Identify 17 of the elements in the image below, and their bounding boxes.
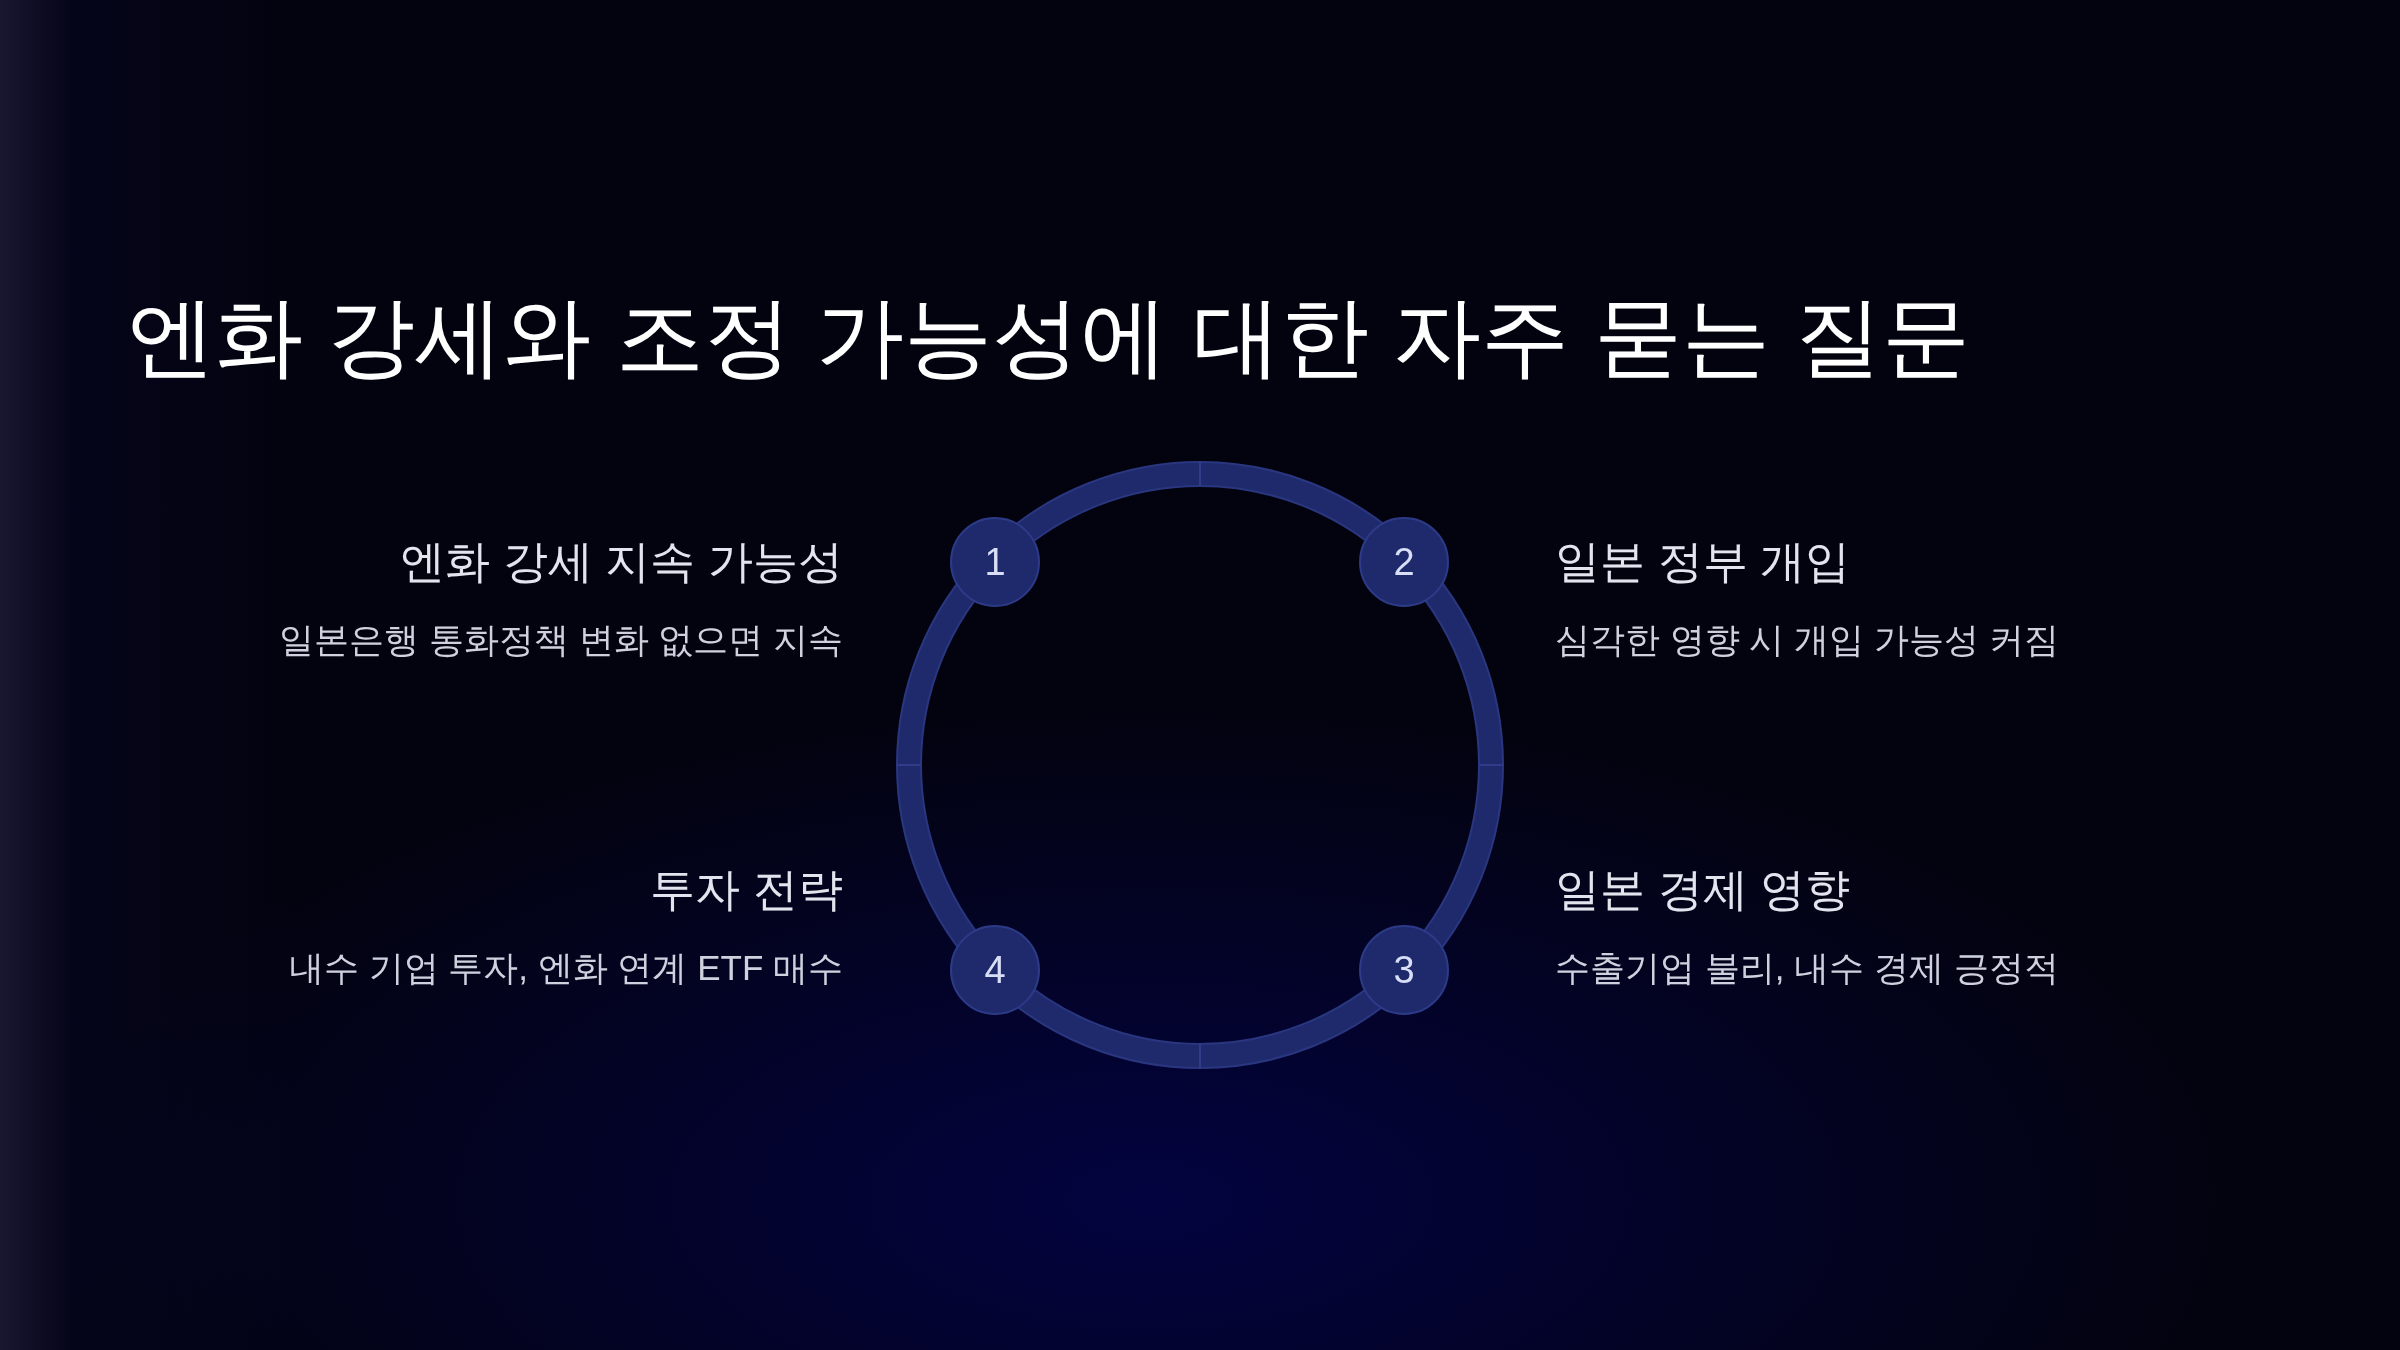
answer-text: 일본은행 통화정책 변화 없으면 지속 [279, 618, 843, 661]
title: 엔화 강세와 조정 가능성에 대한 자주 묻는 질문 [127, 286, 1971, 388]
question-heading: 엔화 강세 지속 가능성 [400, 535, 843, 589]
step-circle [1359, 925, 1449, 1015]
question-heading: 투자 전략 [650, 863, 843, 917]
step-circle [950, 925, 1040, 1015]
step-number: 4 [984, 948, 1006, 992]
step-circle [950, 517, 1040, 607]
question-heading: 일본 정부 개입 [1555, 535, 1850, 589]
step-number: 2 [1393, 540, 1415, 584]
answer-text: 내수 기업 투자, 엔화 연계 ETF 매수 [288, 946, 843, 989]
step-circle [1359, 517, 1449, 607]
step-number: 1 [984, 540, 1006, 584]
answer-text: 수출기업 불리, 내수 경제 긍정적 [1555, 946, 2059, 989]
step-number: 3 [1393, 948, 1415, 992]
question-heading: 일본 경제 영향 [1555, 863, 1850, 917]
answer-text: 심각한 영향 시 개입 가능성 커짐 [1555, 618, 2059, 661]
